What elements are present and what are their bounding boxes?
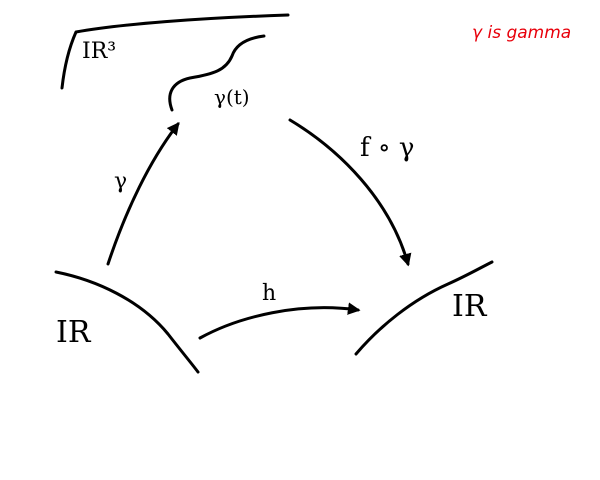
r3-region-outline [60,13,290,90]
arrow-f-gamma [288,118,412,267]
label-gamma: γ [114,169,127,194]
arrow-h [198,302,361,340]
label-domain-r: IR [56,315,92,350]
domain-r-arc [54,270,200,374]
codomain-r-arc [354,260,494,356]
label-r3: IR³ [82,39,116,64]
label-h: h [262,281,276,306]
label-gamma-t: γ(t) [214,85,250,109]
gamma-curve [168,34,266,112]
label-codomain-r: IR [452,289,488,324]
arrow-gamma [106,122,180,266]
label-f-gamma: f ∘ γ [360,133,414,163]
gamma-note: γ is gamma [472,23,571,43]
